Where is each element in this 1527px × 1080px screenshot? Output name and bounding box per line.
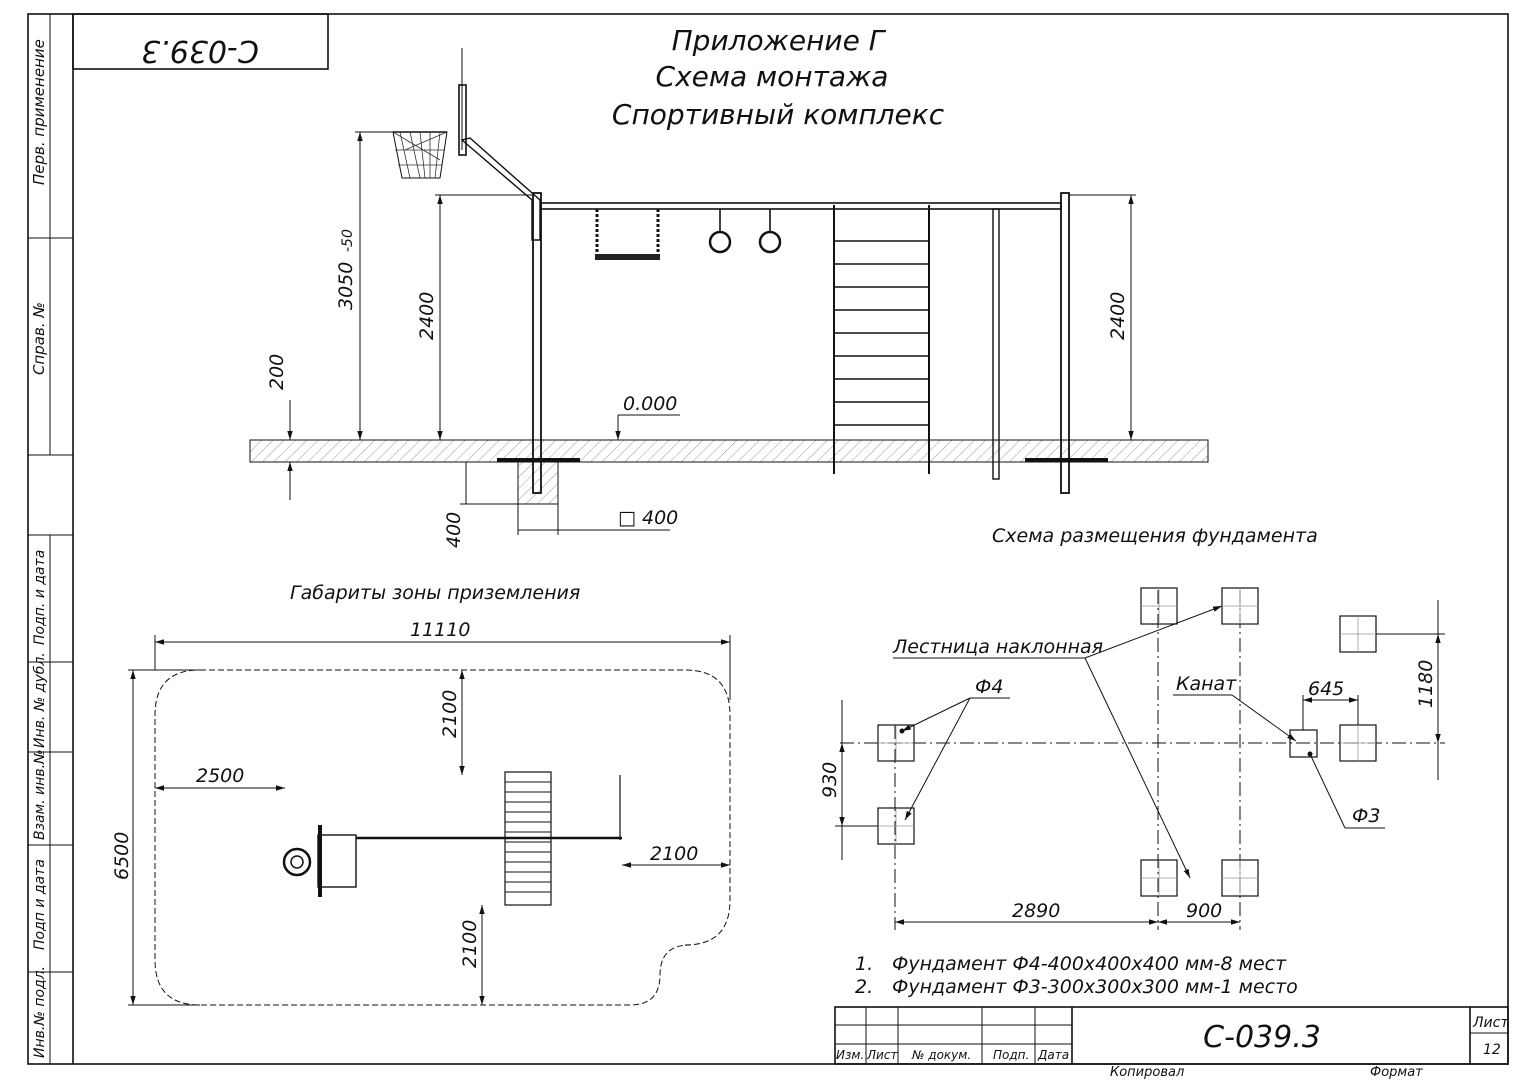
landing-zone-caption: Габариты зоны приземления (290, 582, 580, 604)
rope-pole (992, 208, 1000, 480)
ground-hatch (249, 439, 1209, 463)
foundation-size: □ 400 (618, 507, 678, 529)
tb-format: Формат (1370, 1065, 1423, 1080)
level-mark: 0.000 (623, 393, 677, 415)
tb-sheet-number: 12 (1483, 1042, 1501, 1058)
dim-right-offset: 2100 (650, 843, 698, 865)
stamp-podp-data-2: Подп и дата (32, 859, 48, 950)
title-line-2: Схема монтажа (656, 60, 889, 93)
title-line-1: Приложение Г (672, 24, 887, 57)
label-f4: Ф4 (975, 676, 1003, 698)
label-f3: Ф3 (1352, 805, 1380, 827)
notes: 1. Фундамент Ф4-400х400х400 мм-8 мест 2.… (855, 953, 1298, 998)
elevation-view: 3050 -50 2400 2400 200 400 0.000 □ 400 (249, 48, 1209, 548)
tb-sheet-label: Лист (1472, 1015, 1509, 1031)
dim-bottom-offset: 2100 (459, 920, 481, 968)
dim-basket-tol: -50 (340, 229, 356, 252)
tb-col-list: Лист (866, 1048, 898, 1062)
tb-col-izm: Изм. (836, 1048, 864, 1062)
dim-basket-height: 3050 (335, 262, 357, 310)
dim-bar-height-right: 2400 (1107, 292, 1129, 340)
foundation-pit (517, 461, 559, 505)
foundation-plan-caption: Схема размещения фундамента (992, 525, 1318, 547)
dim-foundation-depth: 400 (443, 512, 465, 548)
stamp-inv-podl: Инв.№ подл. (32, 966, 48, 1058)
label-ladder: Лестница наклонная (892, 636, 1103, 658)
stamp-perv-primenenie: Перв. применение (30, 39, 48, 185)
tb-col-sign: Подп. (993, 1048, 1029, 1062)
right-post (1060, 192, 1070, 494)
doc-code-box: C-039.3 (72, 13, 329, 70)
label-rope: Канат (1176, 673, 1237, 695)
title-block: Изм. Лист № докум. Подп. Дата С-039.3 Ли… (834, 1006, 1509, 1080)
drawing-title: Приложение Г Схема монтажа Спортивный ко… (612, 24, 945, 131)
note-2-num: 2. (855, 976, 873, 998)
dim-2890: 2890 (1012, 900, 1060, 922)
dim-900: 900 (1186, 900, 1222, 922)
note-2-text: Фундамент Ф3-300х300х300 мм-1 место (892, 976, 1298, 998)
title-line-3: Спортивный комплекс (612, 98, 945, 131)
landing-zone-outline (154, 669, 731, 1006)
dim-left-offset: 2500 (196, 765, 244, 787)
foundation-plan: Схема размещения фундамента Лестница нак… (819, 525, 1445, 930)
gym-rings (708, 209, 782, 254)
dim-930: 930 (819, 762, 841, 798)
doc-code-stamp: C-039.3 (141, 33, 259, 68)
wall-ladder (833, 205, 930, 474)
dim-total-width: 6500 (111, 832, 133, 880)
stamp-vzam-inv: Взам. инв.№ (32, 749, 48, 840)
tb-col-doc: № докум. (911, 1048, 971, 1062)
sheet-frame (27, 13, 1509, 1065)
dim-total-length: 11110 (410, 619, 470, 641)
swing (595, 209, 660, 260)
tb-code: С-039.3 (1203, 1020, 1321, 1055)
dim-ground-clearance: 200 (266, 354, 288, 390)
top-crossbar (540, 202, 1062, 210)
tb-col-date: Дата (1037, 1048, 1069, 1062)
tb-copied: Копировал (1110, 1065, 1184, 1080)
dim-1180: 1180 (1415, 660, 1437, 708)
left-post (532, 192, 542, 494)
stamp-podp-data-1: Подп. и дата (32, 550, 48, 645)
landing-zone-plan: Габариты зоны приземления 11110 6500 250… (111, 582, 731, 1006)
dim-645: 645 (1308, 678, 1344, 700)
note-1-text: Фундамент Ф4-400х400х400 мм-8 мест (892, 953, 1287, 975)
stamp-inv-dubl: Инв. № дубл. (32, 652, 48, 748)
stamp-sprav-no: Справ. № (30, 302, 48, 375)
note-1-num: 1. (855, 953, 873, 975)
side-stamps: Перв. применение Справ. № Подп. и дата И… (30, 39, 48, 1058)
dim-top-offset: 2100 (439, 690, 461, 738)
dim-bar-height-left: 2400 (416, 292, 438, 340)
